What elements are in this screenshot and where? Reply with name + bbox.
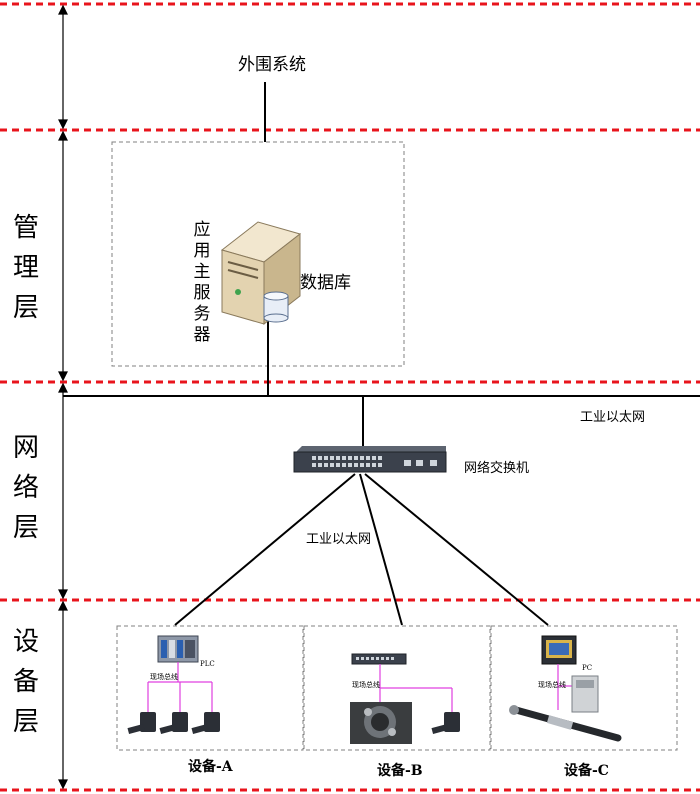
industrial-ethernet-label-mid: 工业以太网: [306, 532, 372, 547]
device-c-label: 设备-C: [564, 763, 609, 779]
database-icon: [263, 291, 289, 323]
tool-icon-a3: [191, 712, 220, 734]
plc-label: PLC: [200, 660, 215, 668]
device-a-box: [116, 625, 304, 751]
server-icon: [220, 221, 302, 326]
tool-icon-a2: [159, 712, 188, 734]
device-b-fieldbus-label: 现场总线: [352, 681, 380, 689]
database-label: 数据库: [300, 273, 351, 293]
device-b-label: 设备-B: [377, 763, 423, 779]
tool-icon-b: [431, 712, 460, 734]
layer-label-management: 管 理 层: [12, 213, 39, 323]
peripheral-system-label: 外围系统: [238, 55, 306, 75]
tool-icon-a1: [127, 712, 156, 734]
device-b-box: [303, 625, 491, 751]
device-a-label: 设备-A: [188, 759, 233, 775]
device-b-fieldbus: [379, 664, 453, 712]
industrial-ethernet-label-top: 工业以太网: [580, 410, 646, 425]
device-c-fieldbus: [557, 664, 572, 710]
torque-wrench-icon: [509, 705, 622, 742]
hmi-panel-icon: [541, 635, 577, 665]
layer-label-network: 网 络 层: [12, 433, 39, 543]
device-a-fieldbus-label: 现场总线: [150, 673, 178, 681]
network-switch-label: 网络交换机: [464, 461, 530, 476]
app-server-label: 应 用 主 服 务 器: [193, 220, 211, 345]
network-switch-icon: [293, 446, 447, 473]
layer-label-device: 设 备 层: [12, 627, 39, 737]
server-area-box: [111, 141, 405, 367]
device-c-box: [490, 625, 678, 751]
device-a-fieldbus: [147, 662, 213, 712]
device-c-fieldbus-label: 现场总线: [538, 681, 566, 689]
pc-label: PC: [582, 664, 593, 672]
device-b-switch-icon: [351, 653, 407, 665]
pc-controller-icon: [571, 675, 599, 713]
machine-photo-icon: [350, 702, 412, 744]
plc-icon: [157, 635, 199, 663]
